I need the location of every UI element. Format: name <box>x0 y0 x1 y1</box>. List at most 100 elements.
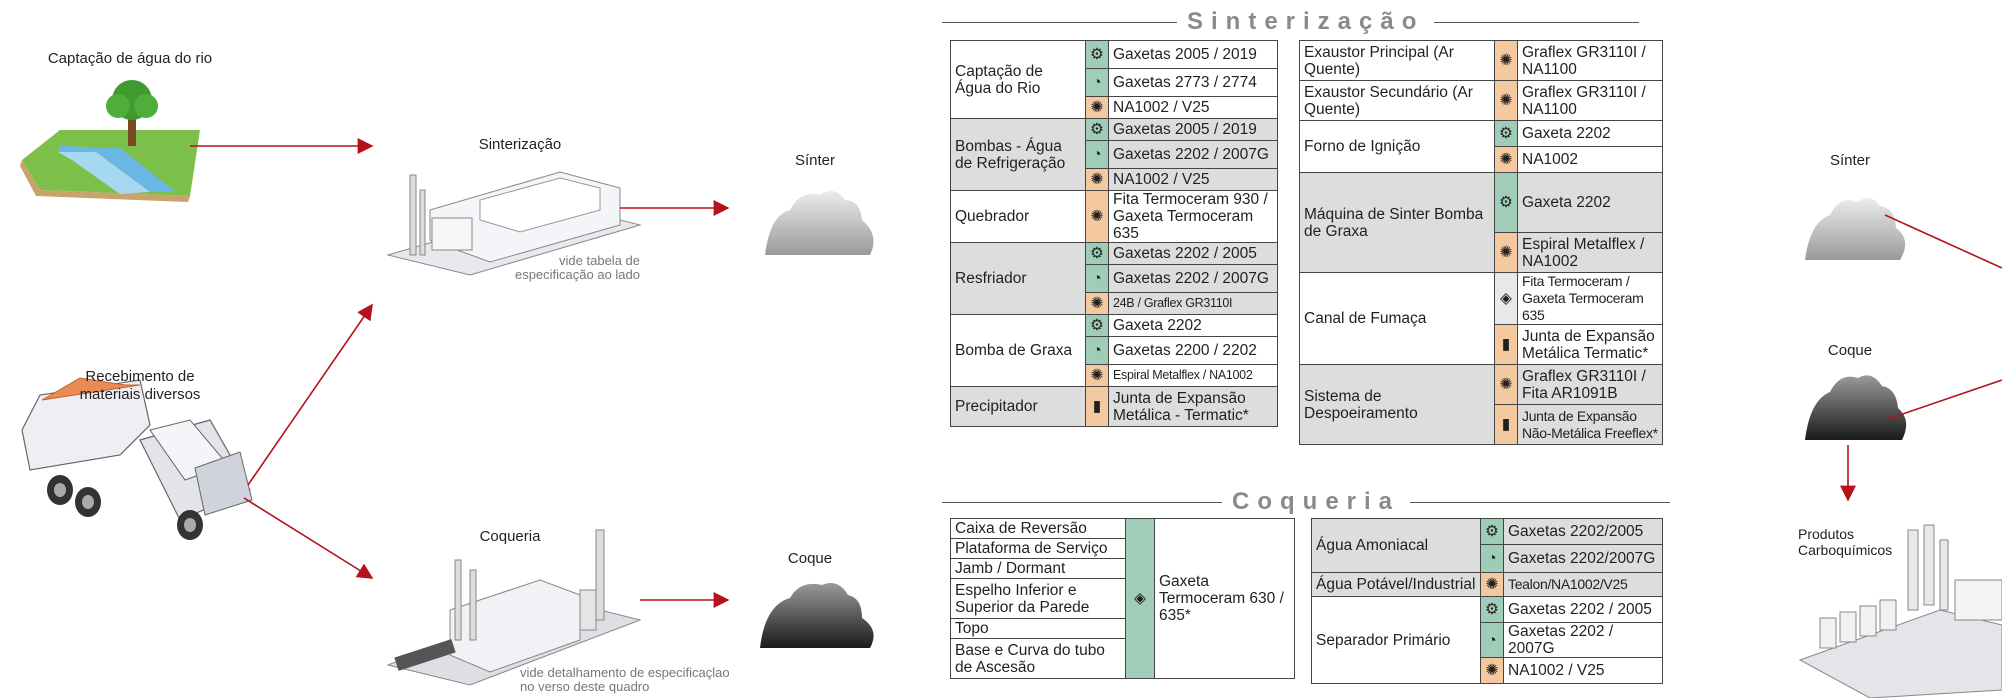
spec-cell: NA1002 / V25 <box>1503 657 1663 684</box>
right-produtos-label: Produtos Carboquímicos <box>1798 526 1893 558</box>
coqueria-spec: Gaxeta Termoceram 630 / 635* <box>1154 518 1295 679</box>
spec-cell: Graflex GR3110I / Fita AR1091B <box>1517 364 1663 405</box>
truck-illustration <box>21 377 253 540</box>
spec-cell: Gaxetas 2202 / 2007G <box>1108 140 1278 169</box>
expansion-joint-icon: ▮ <box>1085 386 1109 427</box>
fan-icon: ✺ <box>1494 40 1518 81</box>
coke-plant-illustration <box>386 529 642 686</box>
spec-cell: Gaxetas 2202/2007G <box>1503 544 1663 573</box>
pump-icon: ◔ <box>1085 336 1109 365</box>
fan-icon: ✺ <box>1085 168 1109 191</box>
pump-icon: ◔ <box>1085 68 1109 97</box>
spec-cell: Gaxetas 2202/2005 <box>1503 518 1663 545</box>
right-sinter-label: Sínter <box>1829 152 1871 169</box>
sinter-group-label: Máquina de Sinter Bomba de Graxa <box>1299 172 1495 273</box>
sinter-group-label: Precipitador <box>950 386 1086 427</box>
gland-icon: ⚙ <box>1480 518 1504 545</box>
spec-cell: Graflex GR3110I / NA1100 <box>1517 80 1663 121</box>
spec-cell: Gaxetas 2200 / 2202 <box>1108 336 1278 365</box>
spec-cell: Gaxetas 2202 / 2005 <box>1503 596 1663 623</box>
sinter-plant-illustration <box>386 171 642 276</box>
fan-icon: ✺ <box>1085 96 1109 119</box>
recebimento-label: Recebimento de materiais diversos <box>79 368 201 403</box>
box-icon: ◈ <box>1494 272 1518 325</box>
fan-icon: ✺ <box>1494 146 1518 173</box>
sinterizacao-flow-label: Sinterização <box>478 136 562 153</box>
coqueria-item: Plataforma de Serviço <box>950 538 1126 559</box>
spec-cell: Fita Termoceram 930 / Gaxeta Termoceram … <box>1108 190 1278 243</box>
sinterizacao-table-right: Exaustor Principal (Ar Quente) ✺Graflex … <box>1299 40 1663 445</box>
coqueria-item: Jamb / Dormant <box>950 558 1126 579</box>
spec-cell: Gaxeta 2202 <box>1108 314 1278 337</box>
spec-cell: NA1002 / V25 <box>1108 168 1278 191</box>
spec-cell: Gaxeta 2202 <box>1517 120 1663 147</box>
sinter-product-label: Sínter <box>794 152 836 169</box>
sinter-group-label: Resfriador <box>950 242 1086 315</box>
spec-cell: Fita Termoceram / Gaxeta Termoceram 635 <box>1517 272 1663 325</box>
coqueria-table-right: Água Amoniacal ⚙Gaxetas 2202/2005 ◔Gaxet… <box>1311 518 1663 684</box>
coqueria-flow-label: Coqueria <box>479 528 541 545</box>
spec-cell: Gaxeta 2202 <box>1517 172 1663 233</box>
right-coque-label: Coque <box>1827 342 1873 359</box>
gland-icon: ⚙ <box>1085 40 1109 69</box>
coqueria-group-label: Água Amoniacal <box>1311 518 1481 573</box>
coqueria-item: Caixa de Reversão <box>950 518 1126 539</box>
fan-icon: ✺ <box>1494 364 1518 405</box>
gland-icon: ⚙ <box>1085 118 1109 141</box>
spec-cell: 24B / Graflex GR3110I <box>1108 292 1278 315</box>
coqueria-note: vide detalhamento de especificaçlao no v… <box>520 665 730 694</box>
coqueria-title: Coqueria <box>1232 488 1401 515</box>
spec-cell: Gaxetas 2202 / 2007G <box>1503 622 1663 658</box>
sinter-group-label: Sistema de Despoeiramento <box>1299 364 1495 445</box>
coqueria-title-row: Coqueria <box>942 488 1672 516</box>
box-icon: ◈ <box>1125 518 1155 679</box>
sinter-group-label: Exaustor Principal (Ar Quente) <box>1299 40 1495 81</box>
spec-cell: Gaxetas 2202 / 2007G <box>1108 264 1278 293</box>
sinter-group-label: Bomba de Graxa <box>950 314 1086 387</box>
spec-cell: Espiral Metalflex / NA1002 <box>1108 364 1278 387</box>
gland-icon: ⚙ <box>1085 314 1109 337</box>
carbochemical-plant-illustration <box>1798 524 2002 698</box>
gland-icon: ⚙ <box>1480 596 1504 623</box>
sinterizacao-table-left: Captação de Água do Rio ⚙Gaxetas 2005 / … <box>950 40 1278 427</box>
coqueria-item: Base e Curva do tubo de Ascesão <box>950 638 1126 679</box>
sinter-group-label: Quebrador <box>950 190 1086 243</box>
pump-icon: ◔ <box>1085 264 1109 293</box>
pump-icon: ◔ <box>1085 140 1109 169</box>
sinterizacao-title-row: Sinterização <box>942 8 1672 36</box>
spec-cell: Junta de Expansão Metálica - Termatic* <box>1108 386 1278 427</box>
fan-icon: ✺ <box>1480 657 1504 684</box>
coqueria-table-left: Caixa de Reversão ◈ Gaxeta Termoceram 63… <box>950 518 1295 679</box>
spec-cell: Tealon/NA1002/V25 <box>1503 572 1663 597</box>
river-land-illustration <box>20 80 200 202</box>
fan-icon: ✺ <box>1085 364 1109 387</box>
captacao-label: Captação de água do rio <box>47 50 213 67</box>
coqueria-item: Topo <box>950 618 1126 639</box>
sinter-group-label: Captação de Água do Rio <box>950 40 1086 119</box>
sinter-group-label: Bombas - Água de Refrigeração <box>950 118 1086 191</box>
pump-icon: ◔ <box>1480 622 1504 658</box>
spec-cell: Gaxetas 2005 / 2019 <box>1108 40 1278 69</box>
gland-icon: ⚙ <box>1494 120 1518 147</box>
coque-pile <box>760 582 874 648</box>
sinter-group-label: Canal de Fumaça <box>1299 272 1495 365</box>
gland-icon: ⚙ <box>1085 242 1109 265</box>
spec-cell: Graflex GR3110I / NA1100 <box>1517 40 1663 81</box>
spec-cell: NA1002 <box>1517 146 1663 173</box>
gland-pump-icon: ⚙ <box>1494 172 1518 233</box>
fan-icon: ✺ <box>1480 572 1504 597</box>
fan-icon: ✺ <box>1494 80 1518 121</box>
expansion-joint-icon: ▮ <box>1494 324 1518 365</box>
sinter-group-label: Exaustor Secundário (Ar Quente) <box>1299 80 1495 121</box>
sinterizacao-title: Sinterização <box>1187 8 1425 35</box>
spec-cell: NA1002 / V25 <box>1108 96 1278 119</box>
coqueria-group-label: Água Potável/Industrial <box>1311 572 1481 597</box>
coque-product-label: Coque <box>787 550 833 567</box>
fan-icon: ✺ <box>1085 292 1109 315</box>
spec-cell: Junta de Expansão Metálica Termatic* <box>1517 324 1663 365</box>
pump-icon: ◔ <box>1480 544 1504 573</box>
spec-cell: Espiral Metalflex / NA1002 <box>1517 232 1663 273</box>
fan-icon: ✺ <box>1085 190 1109 243</box>
right-coque-pile <box>1805 375 1907 440</box>
spec-cell: Gaxetas 2005 / 2019 <box>1108 118 1278 141</box>
